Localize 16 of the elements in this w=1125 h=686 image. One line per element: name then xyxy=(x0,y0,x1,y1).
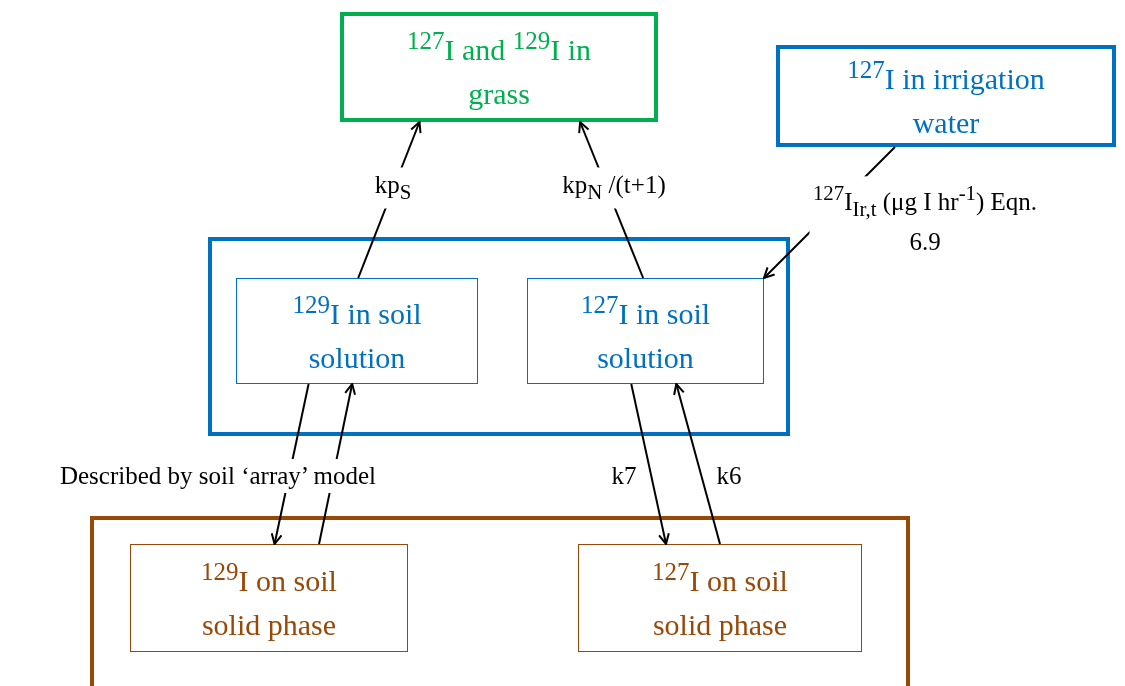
arrow xyxy=(673,383,721,545)
arrow xyxy=(630,383,670,545)
node-text: $^{129}$I in soil solution xyxy=(291,289,423,376)
group-box xyxy=(208,237,790,436)
node-text: $^{127}$I in soil solution xyxy=(579,289,712,376)
node-text: $^{127}$I in irrigation water xyxy=(846,54,1046,141)
process-box xyxy=(236,278,478,384)
group-box xyxy=(90,516,910,686)
process-box xyxy=(340,12,658,122)
node-text: $^{127}$I on soil solid phase xyxy=(651,556,789,643)
process-box xyxy=(527,278,764,384)
process-box xyxy=(130,544,408,652)
process-box xyxy=(776,45,1116,147)
node-text: $^{129}$I on soil solid phase xyxy=(200,556,338,643)
node-text: $^{127}$I and $^{129}$I in grass xyxy=(405,25,593,112)
process-box xyxy=(578,544,862,652)
